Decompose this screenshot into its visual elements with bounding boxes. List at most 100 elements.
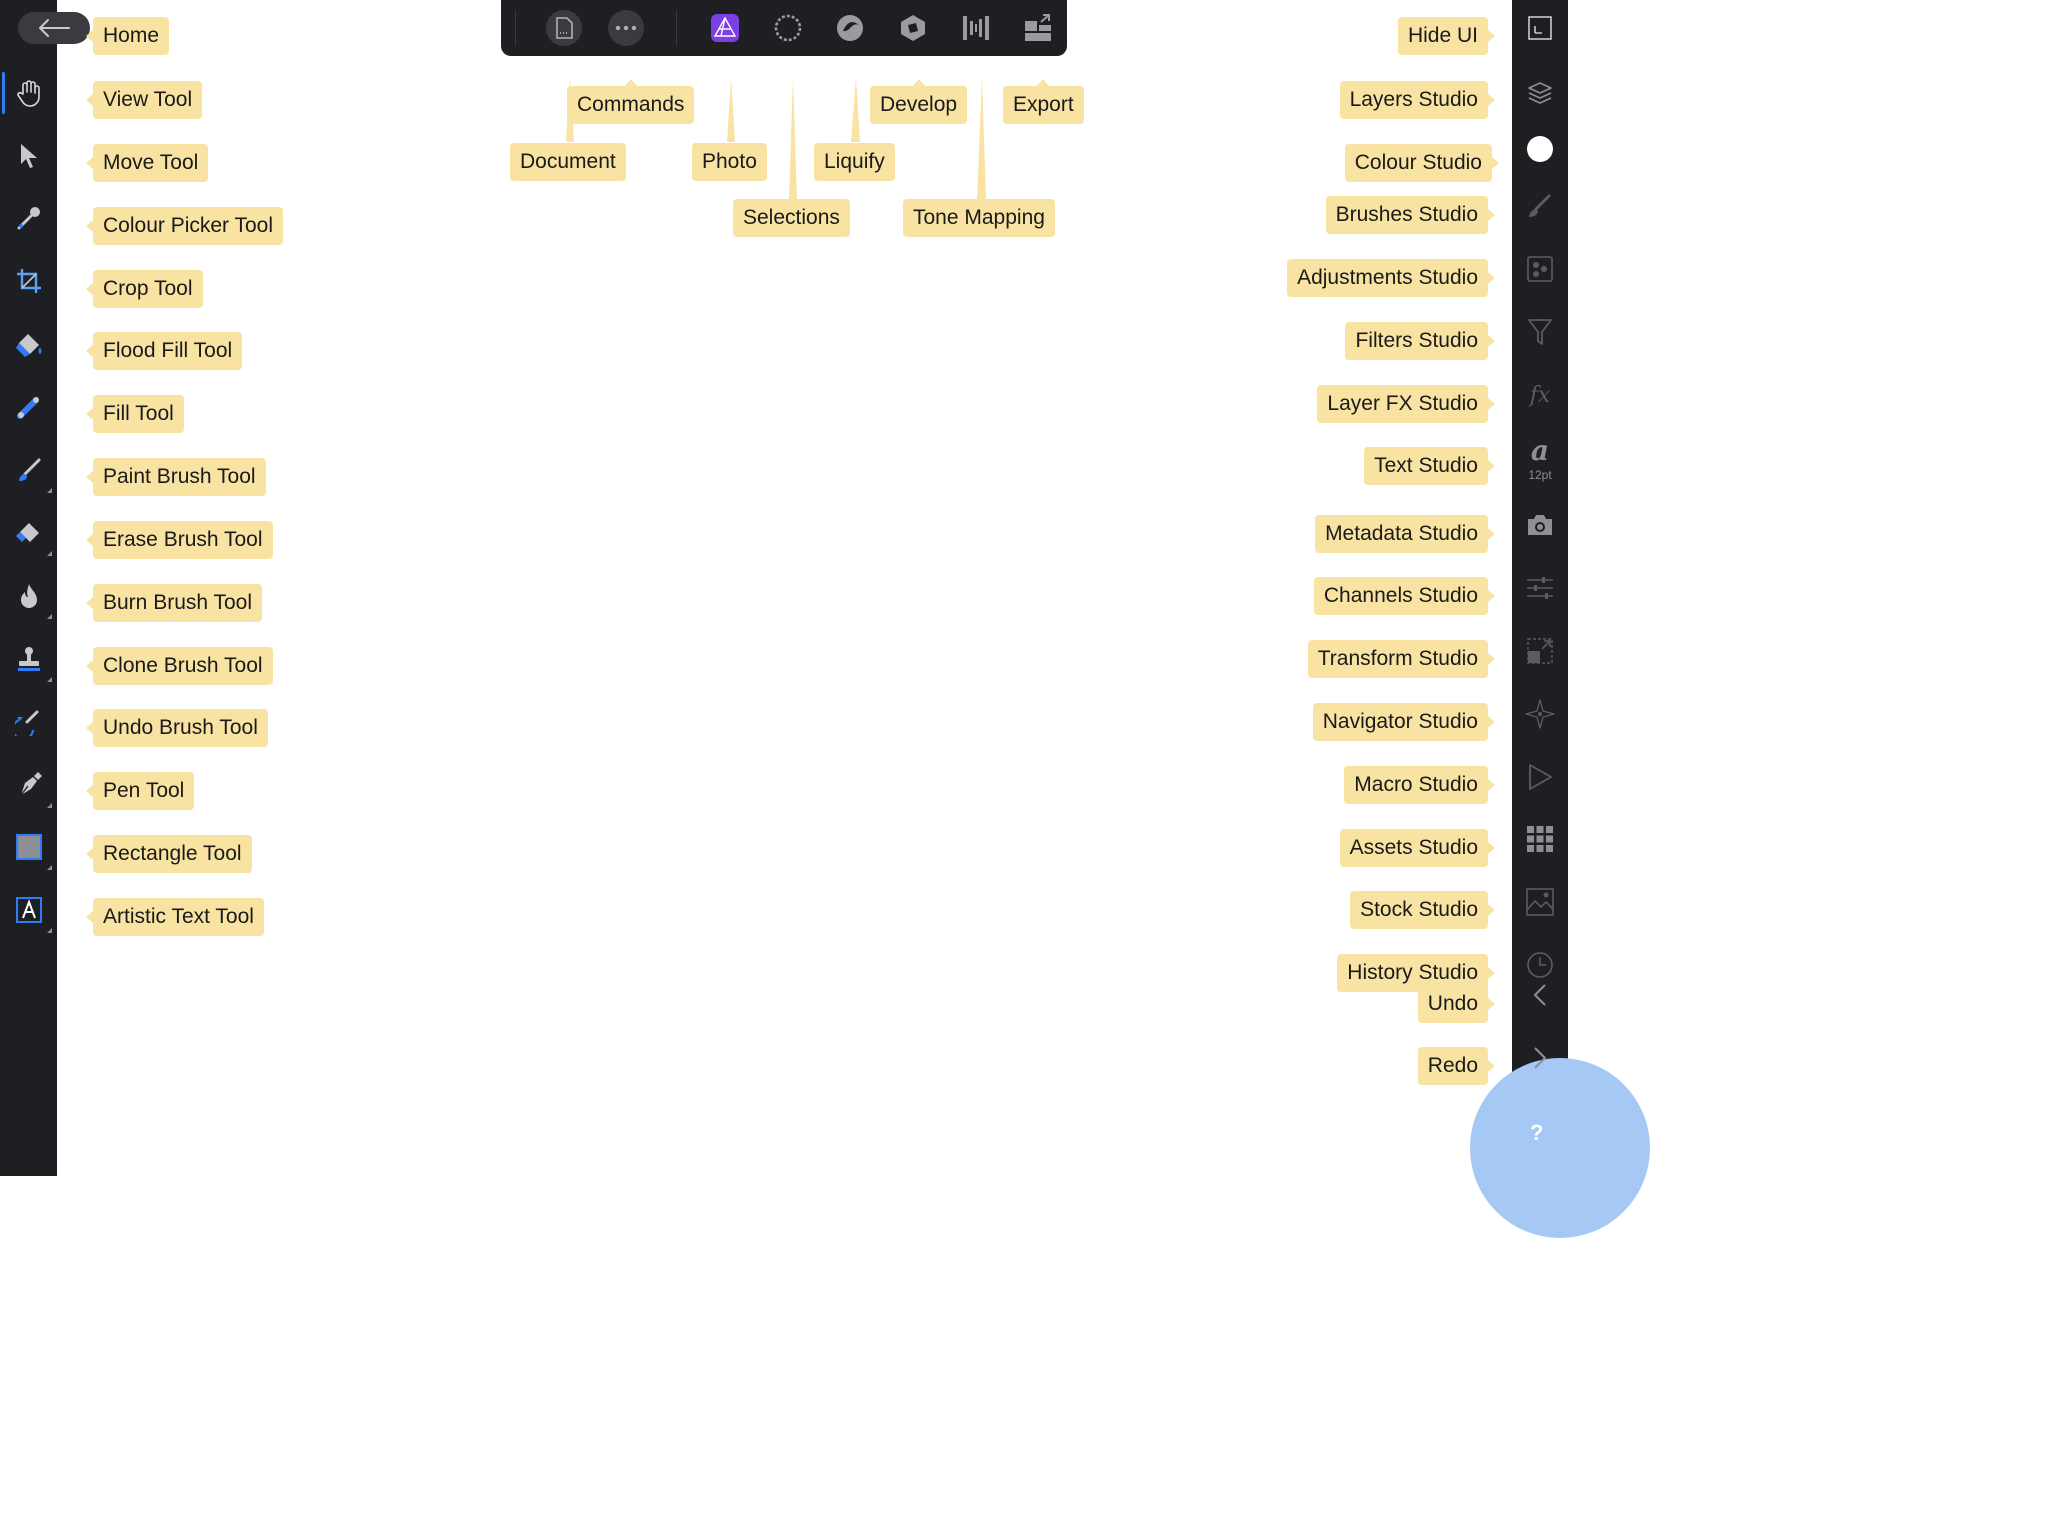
undo-brush-tool-button[interactable] xyxy=(12,705,46,739)
tooltip-photo: Photo xyxy=(692,143,767,181)
filters-studio-button[interactable] xyxy=(1522,314,1558,350)
adjustments-studio-button[interactable] xyxy=(1522,251,1558,287)
tone-mapping-persona-icon xyxy=(963,16,989,40)
pointer-arrow-icon xyxy=(21,144,37,168)
tooltip-develop: Develop xyxy=(870,79,968,124)
text-style-icon: a xyxy=(1530,433,1550,467)
top-toolbar xyxy=(501,0,1067,56)
paint-brush-tool-button[interactable] xyxy=(12,453,52,493)
document-button[interactable] xyxy=(546,10,582,46)
tool-flyout-indicator xyxy=(47,865,52,870)
colour-swatch-icon xyxy=(1527,136,1553,162)
crop-tool-button[interactable] xyxy=(12,264,46,298)
tooltip-macro-studio: Macro Studio xyxy=(1344,766,1495,804)
move-tool-button[interactable] xyxy=(12,139,46,173)
transform-icon xyxy=(1527,638,1553,664)
stock-studio-button[interactable] xyxy=(1522,884,1558,920)
history-studio-button[interactable] xyxy=(1522,947,1558,983)
artistic-text-tool-button[interactable] xyxy=(12,893,52,933)
text-studio-button[interactable]: a xyxy=(1522,432,1558,468)
clone-brush-tool-button[interactable] xyxy=(12,642,52,682)
photo-persona-icon xyxy=(711,14,739,42)
tone-mapping-persona-button[interactable] xyxy=(958,10,994,46)
compass-icon xyxy=(1525,699,1555,729)
brushes-studio-button[interactable] xyxy=(1522,188,1558,224)
tooltip-view-tool: View Tool xyxy=(85,81,203,119)
crop-icon xyxy=(17,269,41,293)
divider xyxy=(515,10,516,46)
channels-sliders-icon xyxy=(1527,577,1553,599)
adjustments-icon xyxy=(1527,256,1553,282)
tool-flyout-indicator xyxy=(47,928,52,933)
tooltip-home: Home xyxy=(85,17,170,55)
help-bubble[interactable] xyxy=(1470,1058,1650,1238)
erase-brush-tool-button[interactable] xyxy=(12,516,52,556)
divider xyxy=(676,10,677,46)
layers-icon xyxy=(1528,82,1552,104)
rectangle-icon xyxy=(16,834,42,860)
callout-lines xyxy=(566,78,986,199)
tooltip-history-studio: History Studio xyxy=(1337,954,1495,992)
tooltip-metadata-studio: Metadata Studio xyxy=(1315,515,1495,553)
transform-studio-button[interactable] xyxy=(1522,633,1558,669)
stamp-icon xyxy=(18,647,40,671)
selection-persona-icon xyxy=(774,14,802,42)
tooltip-redo: Redo xyxy=(1417,1047,1496,1085)
metadata-studio-button[interactable] xyxy=(1522,507,1558,543)
tooltip-move-tool: Move Tool xyxy=(85,144,209,182)
text-size-label: 12pt xyxy=(1528,468,1552,482)
chevron-left-icon xyxy=(1533,984,1546,1006)
tooltip-stock-studio: Stock Studio xyxy=(1350,891,1495,929)
tooltip-assets-studio: Assets Studio xyxy=(1339,829,1496,867)
tooltip-fill-tool: Fill Tool xyxy=(86,395,184,433)
tooltip-colour-picker-tool: Colour Picker Tool xyxy=(85,207,284,245)
back-arrow-icon xyxy=(39,19,70,37)
paint-brush-icon xyxy=(19,458,41,481)
macro-studio-button[interactable] xyxy=(1522,759,1558,795)
home-button[interactable] xyxy=(18,12,90,44)
tooltip-burn-brush-tool: Burn Brush Tool xyxy=(85,584,263,622)
tooltip-navigator-studio: Navigator Studio xyxy=(1312,703,1496,741)
hide-ui-button[interactable] xyxy=(1522,10,1558,46)
tool-flyout-indicator xyxy=(47,677,52,682)
redo-button[interactable] xyxy=(1522,1040,1558,1076)
fill-tool-button[interactable] xyxy=(12,390,46,424)
image-icon xyxy=(1526,888,1554,916)
export-persona-button[interactable] xyxy=(1020,10,1056,46)
eyedropper-icon xyxy=(17,207,40,230)
colour-studio-button[interactable] xyxy=(1522,131,1558,167)
develop-persona-button[interactable] xyxy=(895,10,931,46)
layers-studio-button[interactable] xyxy=(1522,75,1558,111)
tooltip-brushes-studio: Brushes Studio xyxy=(1325,196,1496,234)
hide-ui-icon xyxy=(1528,16,1552,40)
tooltip-flood-fill-tool: Flood Fill Tool xyxy=(85,332,243,370)
tooltip-transform-studio: Transform Studio xyxy=(1307,640,1496,678)
rectangle-tool-button[interactable] xyxy=(12,830,52,870)
flood-fill-tool-button[interactable] xyxy=(12,327,46,361)
tooltip-colour-studio: Colour Studio xyxy=(1344,144,1500,182)
undo-button[interactable] xyxy=(1522,977,1558,1013)
tooltip-layer-fx-studio: Layer FX Studio xyxy=(1317,385,1495,423)
layer-fx-studio-button[interactable]: fx xyxy=(1522,377,1558,413)
burn-brush-tool-button[interactable] xyxy=(12,579,52,619)
tooltip-artistic-text-tool: Artistic Text Tool xyxy=(86,898,264,936)
channels-studio-button[interactable] xyxy=(1522,570,1558,606)
assets-studio-button[interactable] xyxy=(1522,821,1558,857)
photo-persona-button[interactable] xyxy=(707,10,743,46)
tooltip-tone-mapping: Tone Mapping xyxy=(903,199,1055,237)
tooltip-crop-tool: Crop Tool xyxy=(86,270,203,308)
colour-picker-tool-button[interactable] xyxy=(12,201,46,235)
tooltip-filters-studio: Filters Studio xyxy=(1345,322,1495,360)
commands-button[interactable] xyxy=(608,10,644,46)
tooltip-clone-brush-tool: Clone Brush Tool xyxy=(86,647,273,685)
view-tool-button[interactable] xyxy=(2,72,46,114)
play-icon xyxy=(1529,764,1552,790)
pen-tool-button[interactable] xyxy=(12,768,52,808)
help-icon[interactable]: ? xyxy=(1530,1120,1544,1145)
tool-flyout-indicator xyxy=(47,488,52,493)
liquify-persona-button[interactable] xyxy=(832,10,868,46)
undo-brush-icon xyxy=(15,710,39,736)
tooltip-selections: Selections xyxy=(733,199,850,237)
navigator-studio-button[interactable] xyxy=(1522,696,1558,732)
selections-persona-button[interactable] xyxy=(770,10,806,46)
